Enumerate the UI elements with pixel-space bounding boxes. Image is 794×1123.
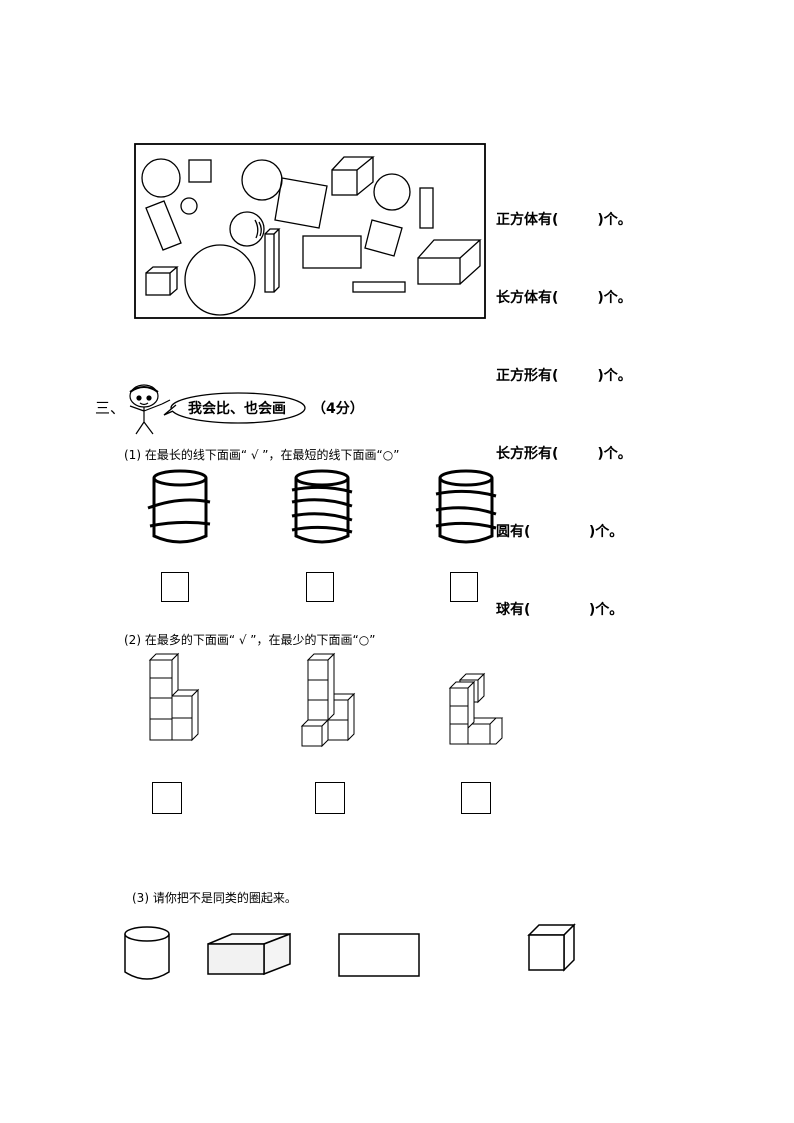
count-line-square: 正方形有( )个。 [496, 368, 632, 384]
count-line-sphere: 球有( )个。 [496, 602, 624, 618]
bubble-text: 我会比、也会画 [188, 401, 286, 417]
count-line-rectangle: 长方形有( )个。 [496, 446, 632, 462]
count-line-cube: 正方体有( )个。 [496, 212, 632, 228]
cube-stack-3 [448, 672, 504, 745]
count-list: 正方体有( )个。 长方体有( )个。 正方形有( )个。 长方形有( )个。 … [496, 155, 632, 649]
cube-stack-2 [300, 652, 356, 748]
section-number: 三、 [95, 399, 126, 417]
question-1-text: (1) 在最长的线下面画“ √ ”，在最短的线下面画“○” [124, 448, 400, 462]
count-line-cuboid: 长方体有( )个。 [496, 290, 632, 306]
section-points: （4分） [312, 401, 364, 417]
question-3-text: (3) 请你把不是同类的圈起来。 [132, 891, 297, 905]
cylinder-string-2 [291, 469, 353, 544]
answer-box-1-1[interactable] [161, 572, 189, 602]
cube-shape[interactable] [526, 922, 578, 974]
count-line-circle: 圆有( )个。 [496, 524, 624, 540]
cube-stack-1 [148, 652, 200, 742]
cylinder-string-3 [435, 469, 497, 544]
answer-box-1-3[interactable] [450, 572, 478, 602]
answer-box-2-3[interactable] [461, 782, 491, 814]
cuboid-shape[interactable] [204, 932, 292, 978]
rectangle-shape[interactable] [337, 932, 421, 978]
speech-bubble [163, 392, 306, 424]
answer-box-1-2[interactable] [306, 572, 334, 602]
answer-box-2-1[interactable] [152, 782, 182, 814]
cylinder-shape[interactable] [122, 924, 172, 984]
shapes-picture [134, 143, 486, 319]
cylinder-string-1 [147, 469, 211, 544]
question-2-text: (2) 在最多的下面画“ √ ”，在最少的下面画“○” [124, 633, 376, 647]
cartoon-kid-icon [129, 384, 171, 435]
answer-box-2-2[interactable] [315, 782, 345, 814]
